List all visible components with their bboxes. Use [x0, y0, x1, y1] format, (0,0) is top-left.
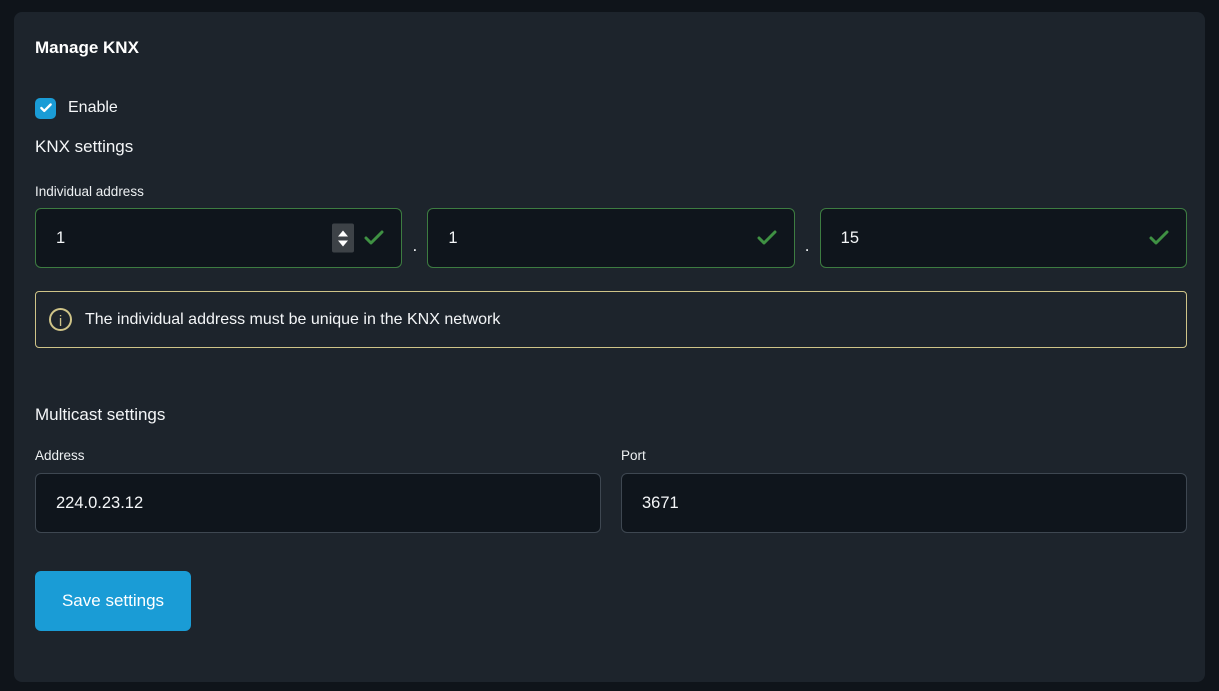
multicast-port-field: Port [621, 448, 1187, 533]
multicast-fields-row: Address Port [35, 448, 1187, 533]
valid-check-icon [757, 230, 777, 245]
individual-address-part2-input[interactable] [427, 208, 795, 268]
number-spinner[interactable] [332, 223, 355, 253]
info-banner: i The individual address must be unique … [35, 291, 1187, 348]
valid-check-icon [1149, 230, 1169, 245]
individual-address-part2-wrap [427, 208, 795, 268]
enable-row: Enable [35, 96, 1187, 120]
page-title: Manage KNX [35, 38, 139, 57]
multicast-port-input[interactable] [621, 473, 1187, 533]
spinner-down-icon[interactable] [338, 240, 349, 246]
checkbox-check-icon [39, 103, 52, 113]
individual-address-row: . . [35, 208, 1187, 268]
address-dot-separator: . [412, 236, 418, 255]
save-settings-label: Save settings [61, 591, 165, 610]
individual-address-part3-input[interactable] [819, 208, 1187, 268]
multicast-address-label: Address [35, 448, 85, 463]
save-settings-button[interactable]: Save settings [35, 571, 191, 631]
valid-check-icon [364, 230, 384, 245]
knx-settings-heading: KNX settings [35, 137, 134, 156]
address-dot-separator: . [804, 236, 810, 255]
info-message: The individual address must be unique in… [85, 310, 501, 328]
enable-checkbox[interactable] [35, 97, 56, 119]
manage-knx-card: Manage KNX Enable KNX settings Individua… [14, 12, 1205, 682]
info-icon: i [49, 308, 72, 331]
individual-address-part3-wrap [819, 208, 1187, 268]
multicast-settings-heading: Multicast settings [35, 405, 166, 424]
multicast-port-label: Port [621, 448, 646, 463]
individual-address-part1-wrap [35, 208, 403, 268]
multicast-address-field: Address [35, 448, 601, 533]
spinner-up-icon[interactable] [338, 230, 349, 236]
enable-label: Enable [68, 99, 118, 116]
multicast-address-input[interactable] [35, 473, 601, 533]
individual-address-label: Individual address [35, 184, 144, 199]
